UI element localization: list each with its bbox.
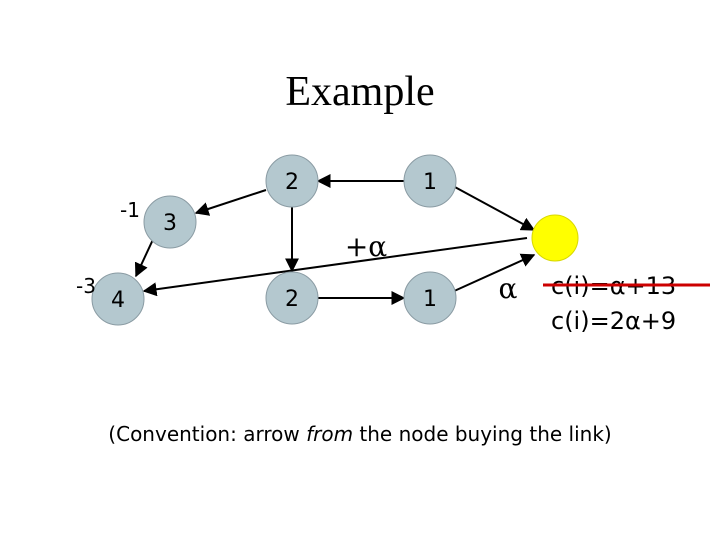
node-top2-label: 2 (285, 170, 299, 195)
node-bot2-label: 2 (285, 287, 299, 312)
convention-caption: (Convention: arrow from the node buying … (0, 422, 720, 446)
edge-label-plus-alpha: +α (345, 230, 387, 263)
node-top2: 2 (265, 154, 319, 208)
cost-formula-new: c(i)=2α+9 (551, 307, 676, 335)
edge-bot1-to-yellow (451, 253, 536, 293)
edge-top2-to-n3 (194, 189, 267, 216)
node-bot1-label: 1 (423, 287, 437, 312)
edge-top1-to-yellow (452, 185, 536, 231)
page-title: Example (285, 69, 435, 115)
node-bot1: 1 (403, 271, 457, 325)
node-n3-side-label: -1 (120, 198, 140, 222)
node-n4: 4 -3 (76, 272, 145, 326)
edge-yellow-to-n4 (142, 237, 528, 297)
caption-after: the node buying the link) (353, 422, 612, 446)
caption-emphasis: from (306, 422, 354, 446)
node-top1: 1 (403, 154, 457, 208)
node-highlighted (531, 214, 579, 262)
edge-label-alpha: α (499, 272, 518, 305)
node-top1-label: 1 (423, 170, 437, 195)
node-n3-label: 3 (163, 211, 177, 236)
caption-before: (Convention: arrow (108, 422, 307, 446)
node-n4-side-label: -3 (76, 274, 96, 298)
node-n3: 3 -1 (120, 195, 197, 249)
node-bot2: 2 (265, 271, 319, 325)
node-n4-label: 4 (111, 288, 125, 313)
